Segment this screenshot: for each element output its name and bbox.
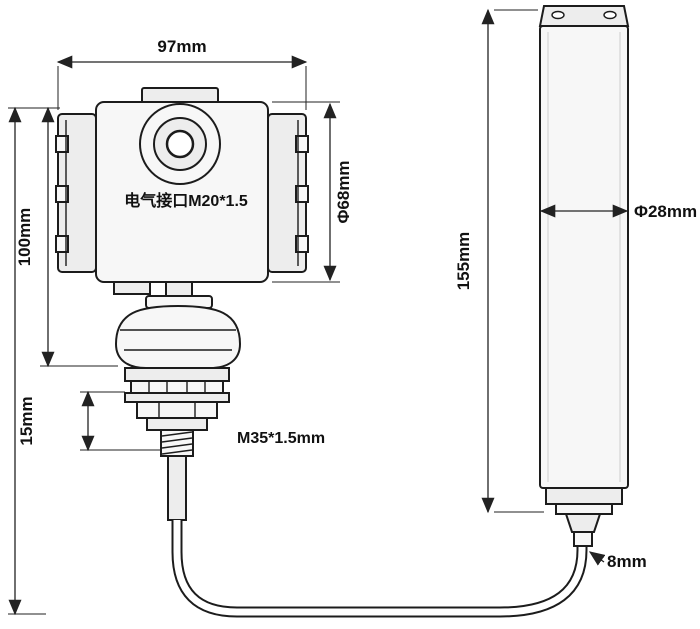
left-end-cap	[55, 113, 97, 273]
probe-taper	[564, 513, 602, 533]
probe-cable-nipple	[573, 531, 593, 547]
dimension-label-cable-diameter: 8mm	[607, 552, 647, 571]
connection-neck	[114, 304, 242, 369]
dimension-probe-length: 155mm	[454, 8, 544, 514]
dimension-housing-diameter: Φ68mm	[272, 101, 353, 283]
threaded-section	[160, 429, 194, 457]
dimension-neck-height: 15mm	[17, 390, 161, 452]
probe-vent-hole	[603, 10, 617, 20]
dimension-cable-diameter: 8mm	[588, 551, 647, 571]
dimension-label-probe-diameter: Φ28mm	[634, 202, 697, 221]
process-connection	[124, 367, 230, 521]
dimension-label-housing-height: 100mm	[15, 208, 34, 267]
thread-spec-label: M35*1.5mm	[237, 430, 325, 447]
probe-shell	[539, 25, 629, 489]
dimension-label-housing-width: 97mm	[157, 37, 206, 56]
cable-tube	[167, 455, 187, 521]
dimension-label-housing-diameter: Φ68mm	[334, 160, 353, 223]
probe-body	[538, 5, 630, 547]
probe-vent-hole	[551, 10, 565, 20]
transmitter-head	[55, 87, 309, 521]
probe-lower-band	[545, 487, 623, 505]
dimension-label-neck-height: 15mm	[17, 396, 36, 445]
hex-nut	[136, 401, 218, 419]
probe-lower-step	[555, 503, 613, 515]
dimension-housing-width: 97mm	[56, 37, 308, 110]
dimension-overall-height	[8, 106, 46, 616]
dimension-label-probe-length: 155mm	[454, 232, 473, 291]
dimension-probe-diameter: Φ28mm	[539, 202, 697, 221]
terminal-block	[113, 281, 151, 295]
cable-gland	[139, 103, 221, 185]
right-end-cap	[267, 113, 309, 273]
connection-cable	[171, 520, 588, 618]
electrical-interface-label: 电气接口M20*1.5	[124, 191, 248, 210]
